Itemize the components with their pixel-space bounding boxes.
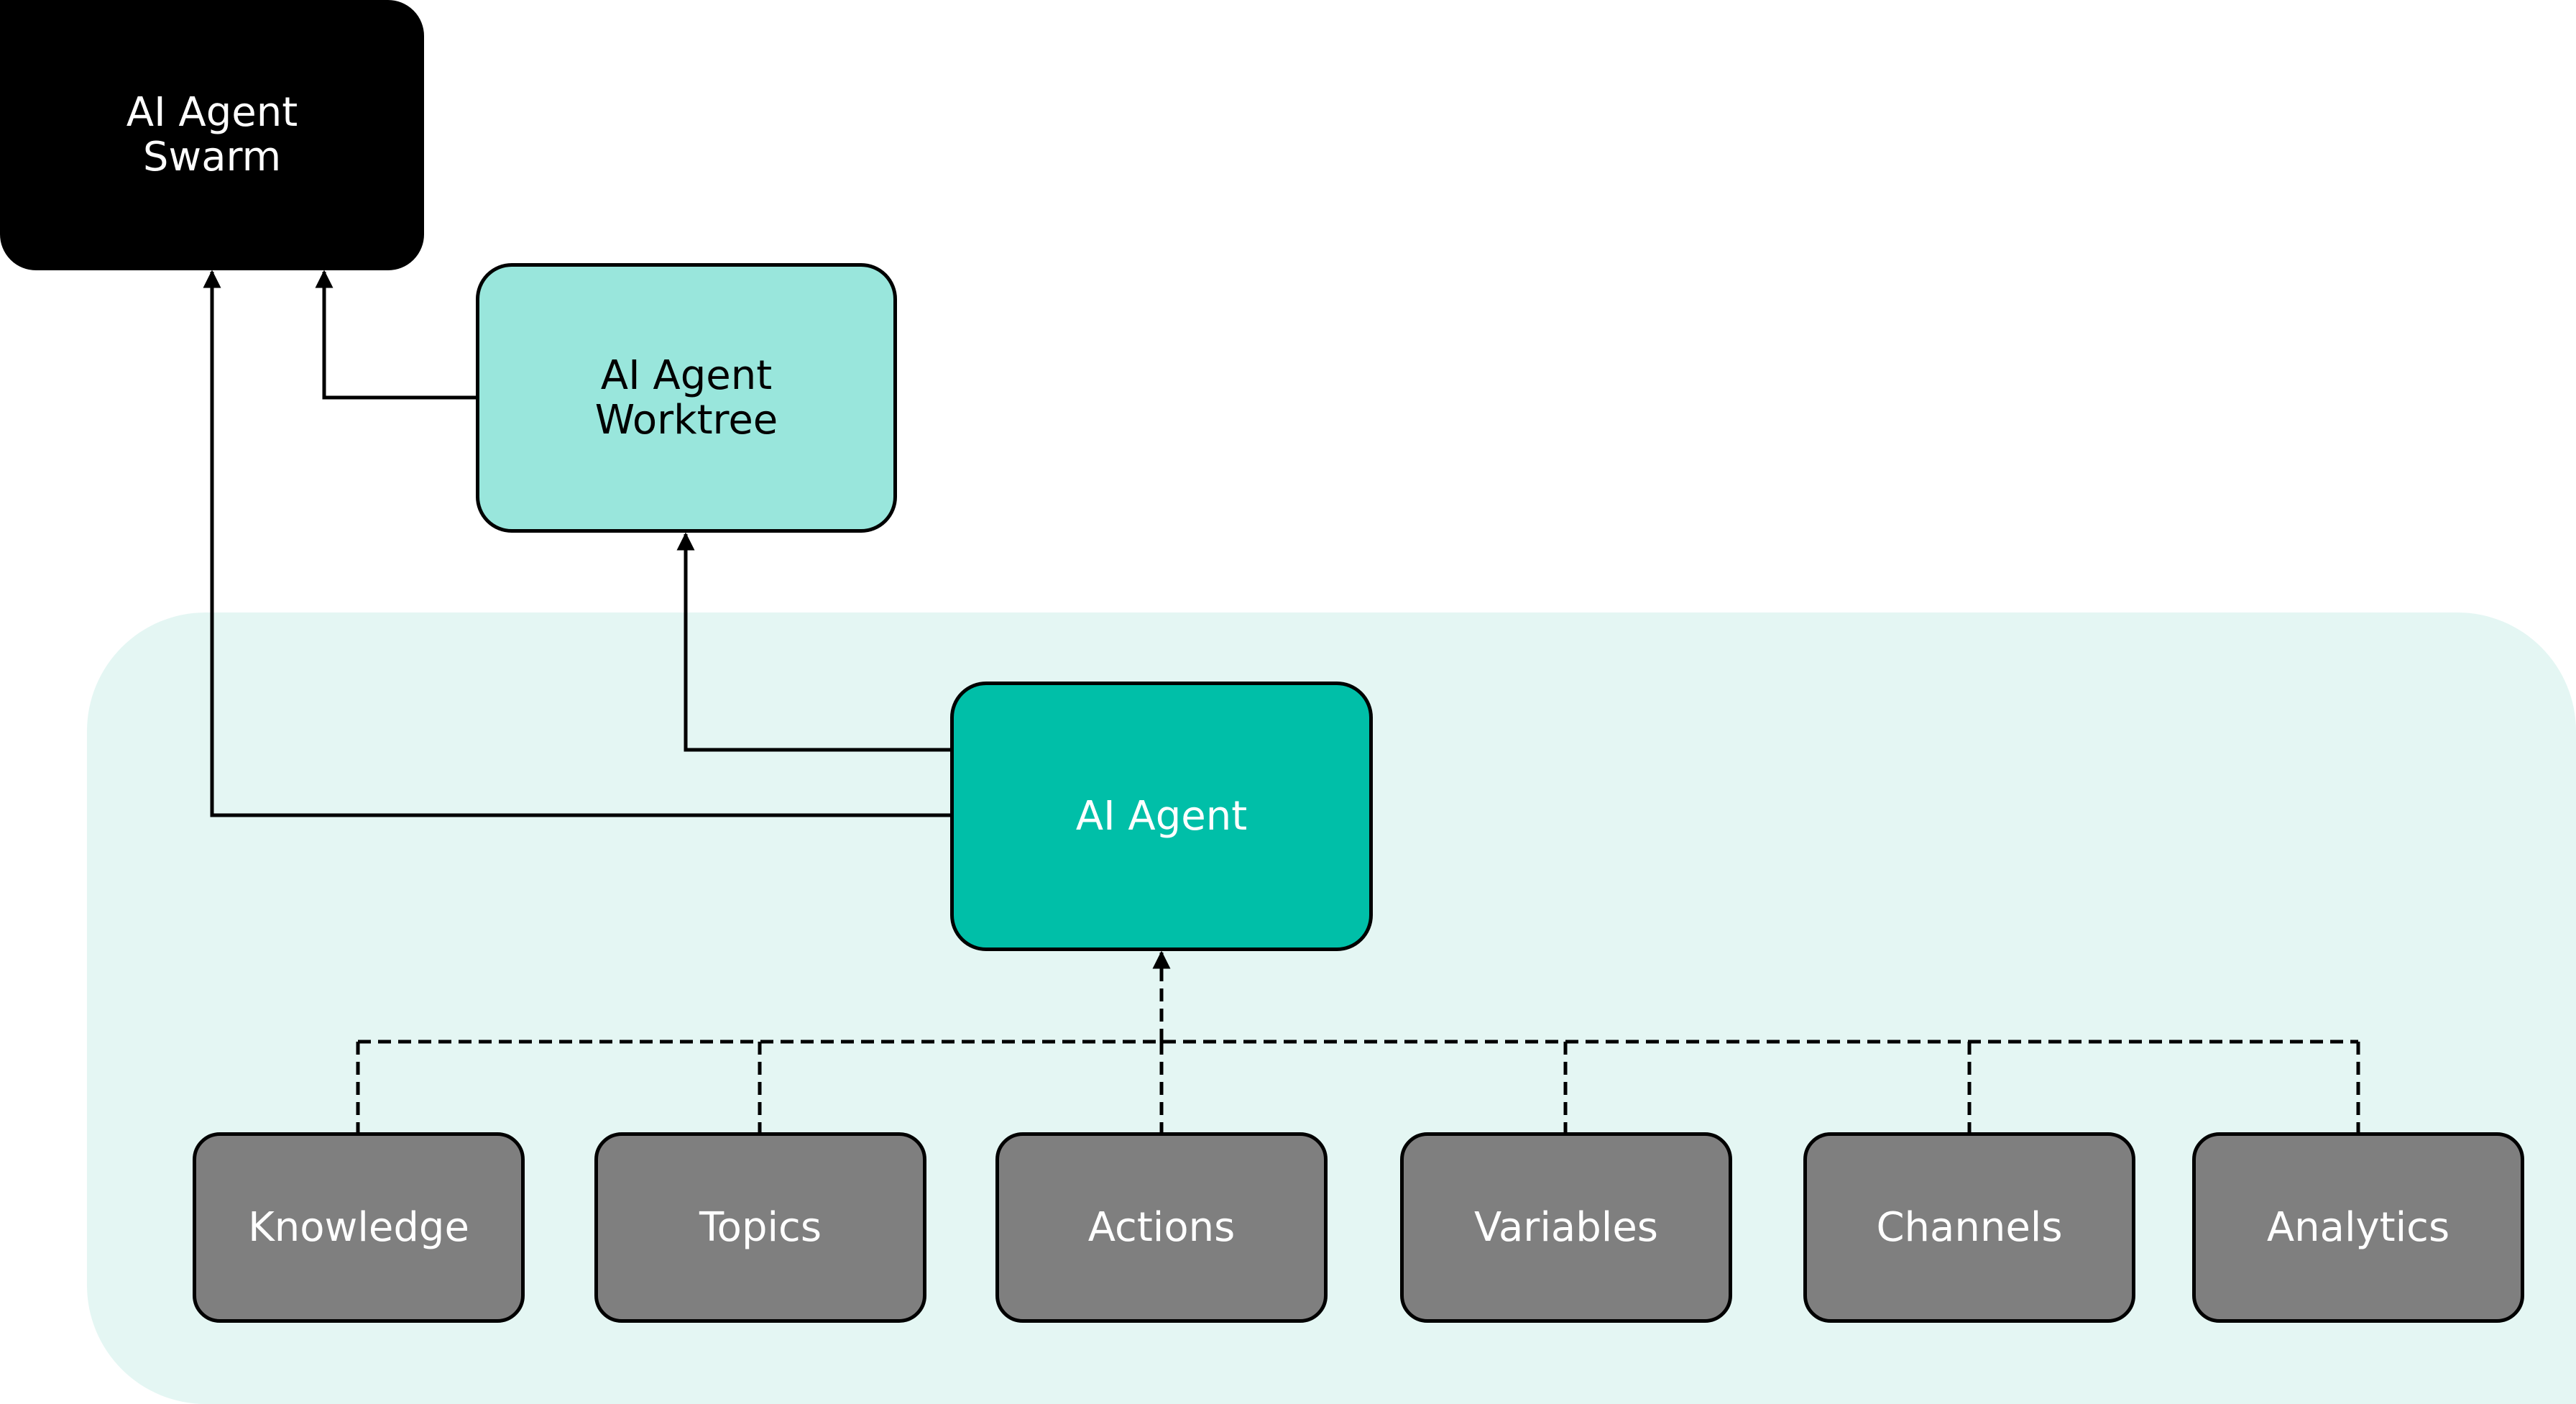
node-ai-agent-label: AI Agent [1075,792,1248,840]
component-topics-label: Topics [699,1203,822,1251]
component-analytics: Analytics [2192,1132,2524,1323]
node-ai-agent-swarm: AI Agent Swarm [0,0,424,270]
component-actions: Actions [995,1132,1328,1323]
component-knowledge: Knowledge [193,1132,525,1323]
component-analytics-label: Analytics [2266,1203,2450,1251]
node-ai-agent-worktree: AI Agent Worktree [476,263,897,533]
connector-worktree-to-swarm [315,270,476,400]
node-ai-agent-worktree-label: AI Agent Worktree [594,352,778,444]
component-variables-label: Variables [1474,1203,1658,1251]
component-topics: Topics [594,1132,926,1323]
component-variables: Variables [1400,1132,1732,1323]
component-channels-label: Channels [1876,1203,2063,1251]
component-knowledge-label: Knowledge [248,1203,469,1251]
node-ai-agent-swarm-label: AI Agent Swarm [126,89,298,180]
component-channels: Channels [1803,1132,2135,1323]
node-ai-agent: AI Agent [950,682,1373,951]
component-actions-label: Actions [1087,1203,1236,1251]
connector-agent-to-worktree [676,532,950,752]
connector-agent-to-swarm [203,270,950,817]
